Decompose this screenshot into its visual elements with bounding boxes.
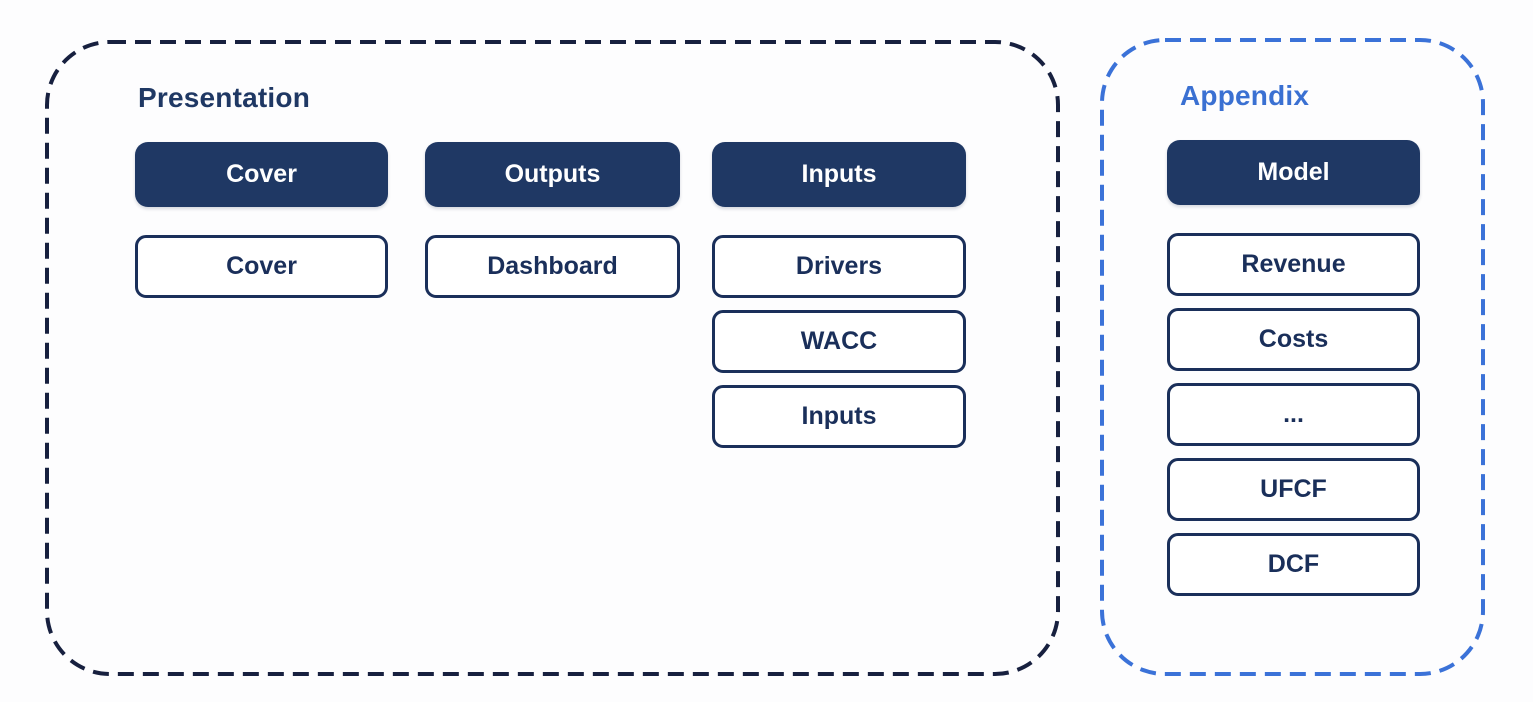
costs-item-box: Costs bbox=[1167, 308, 1420, 371]
presentation-section: Presentation Cover Cover Outputs Dashboa… bbox=[45, 40, 1060, 676]
cover-header-box: Cover bbox=[135, 142, 388, 207]
presentation-dashed-border bbox=[45, 40, 1060, 676]
inputs-header-box: Inputs bbox=[712, 142, 966, 207]
column-cover: Cover Cover bbox=[135, 142, 388, 310]
dashboard-item-box: Dashboard bbox=[425, 235, 680, 298]
drivers-item-box: Drivers bbox=[712, 235, 966, 298]
revenue-item-box: Revenue bbox=[1167, 233, 1420, 296]
dcf-item-box: DCF bbox=[1167, 533, 1420, 596]
appendix-dashed-border bbox=[1100, 38, 1485, 676]
cover-item-box: Cover bbox=[135, 235, 388, 298]
column-inputs: Inputs Drivers WACC Inputs bbox=[712, 142, 966, 460]
model-header-box: Model bbox=[1167, 140, 1420, 205]
inputs-item-box: Inputs bbox=[712, 385, 966, 448]
outputs-header-box: Outputs bbox=[425, 142, 680, 207]
wacc-item-box: WACC bbox=[712, 310, 966, 373]
appendix-section: Appendix Model Revenue Costs ... UFCF DC… bbox=[1100, 38, 1485, 676]
appendix-title: Appendix bbox=[1180, 80, 1310, 111]
column-model: Model Revenue Costs ... UFCF DCF bbox=[1167, 140, 1420, 608]
ufcf-item-box: UFCF bbox=[1167, 458, 1420, 521]
column-outputs: Outputs Dashboard bbox=[425, 142, 680, 310]
ellipsis-item-box: ... bbox=[1167, 383, 1420, 446]
presentation-title: Presentation bbox=[138, 82, 310, 113]
